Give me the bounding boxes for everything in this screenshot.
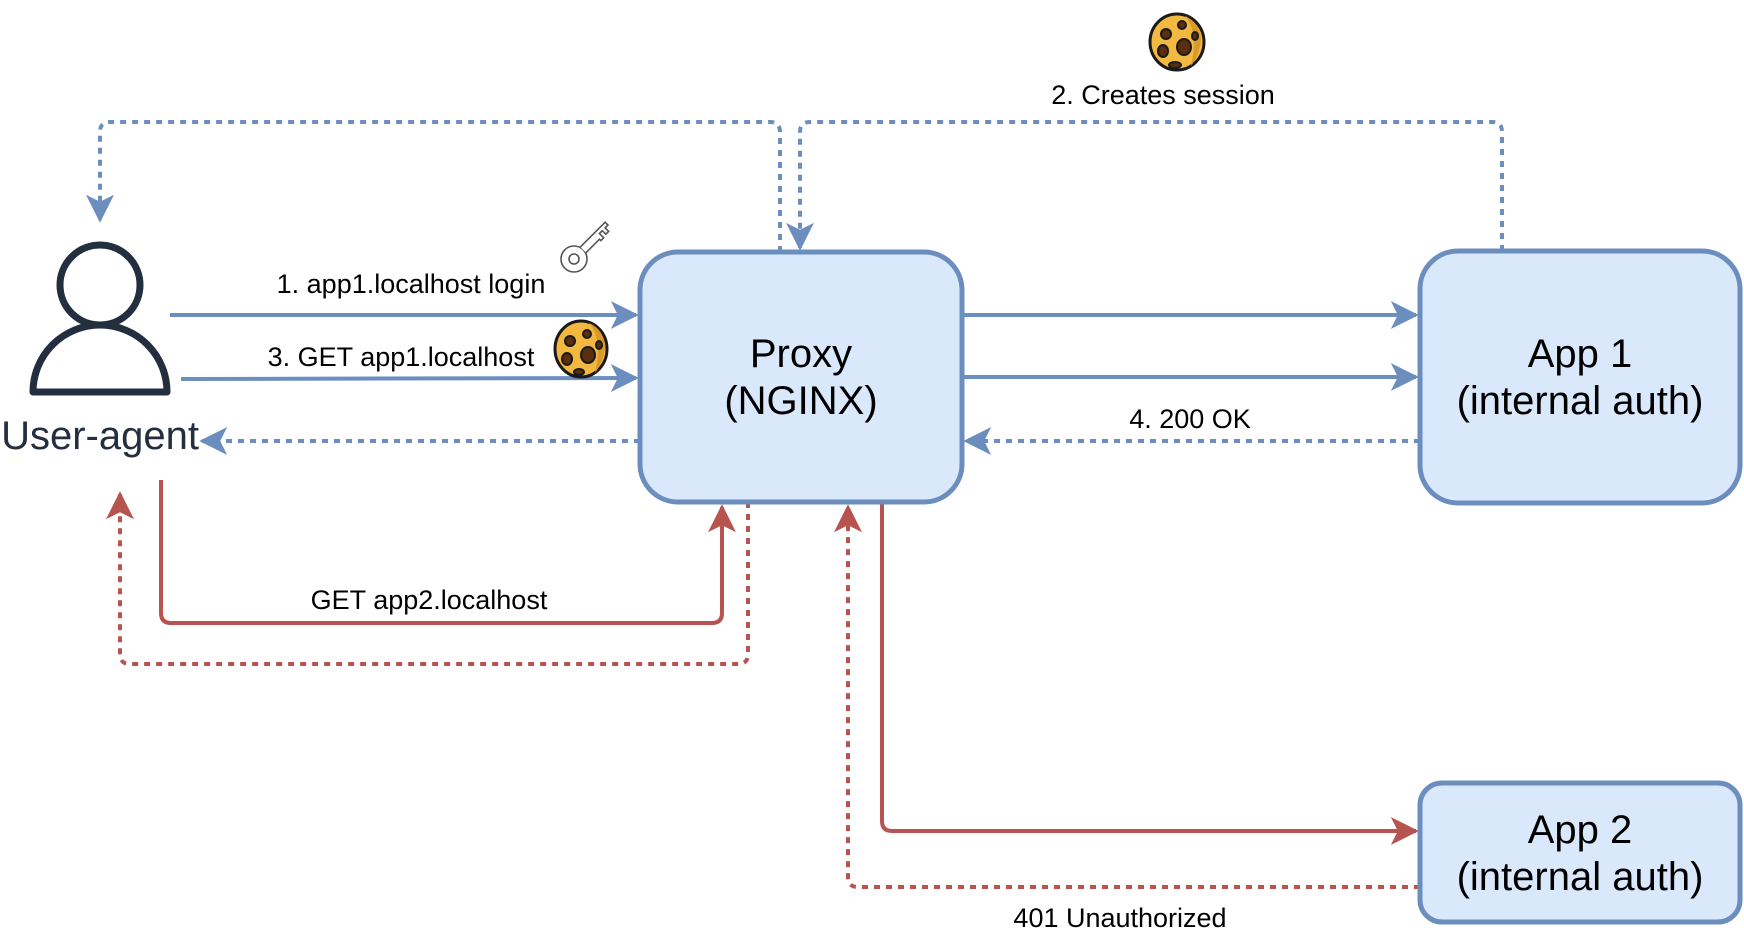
app2-node: App 2 (internal auth) (1417, 780, 1743, 925)
cookie-icon (553, 319, 609, 379)
edge-creates-session-arrow (786, 120, 1504, 251)
user-agent-label: User-agent (1, 414, 199, 458)
edge-get-app1-arrow (180, 364, 639, 393)
app1-node-title: App 1 (1528, 332, 1633, 376)
cookie-icon (1148, 12, 1206, 72)
proxy-node: Proxy (NGINX) (637, 249, 965, 505)
key-icon (560, 221, 610, 273)
proxy-node-title: Proxy (750, 332, 852, 376)
app1-node: App 1 (internal auth) (1417, 248, 1743, 506)
edge-401-unauthorized-arrow (834, 504, 1420, 889)
edge-get-app2-arrow (159, 480, 736, 625)
edge-creates-session-label: 2. Creates session (1051, 80, 1275, 110)
edge-login-label: 1. app1.localhost login (277, 269, 546, 299)
app2-node-subtitle: (internal auth) (1457, 855, 1704, 899)
app2-node-title: App 2 (1528, 808, 1633, 852)
edge-proxy-app2-arrow (880, 502, 1419, 845)
edge-401-unauthorized-label: 401 Unauthorized (1013, 903, 1226, 933)
edge-get-app1-label: 3. GET app1.localhost (268, 342, 535, 372)
app1-node-subtitle: (internal auth) (1457, 379, 1704, 423)
edge-app2-response-to-user-arrow (106, 491, 750, 666)
proxy-node-subtitle: (NGINX) (724, 379, 877, 423)
edge-proxy-to-user-top-loop-arrow (86, 120, 782, 252)
user-icon (29, 241, 171, 396)
edge-200-ok-label: 4. 200 OK (1129, 404, 1251, 434)
edge-get-app2-label: GET app2.localhost (311, 585, 548, 615)
